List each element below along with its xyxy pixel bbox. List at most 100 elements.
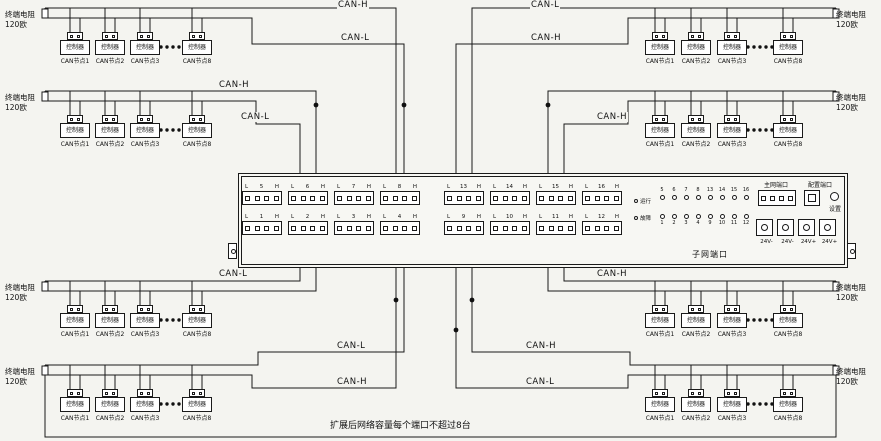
setting-button[interactable] (830, 192, 839, 201)
ellipsis-dot (177, 45, 181, 49)
led-number: 2 (672, 220, 676, 226)
node-label: CAN节点3 (717, 141, 747, 148)
controller-box: 控制器 (130, 40, 160, 55)
pin-l-label: L (539, 184, 543, 190)
port-header: L 11 H (536, 213, 576, 221)
subnet-port-14[interactable]: L 14 H (490, 183, 530, 205)
port-header: L 3 H (334, 213, 374, 221)
pin (655, 307, 658, 311)
hub-panel: L 5 H L 6 H L 7 H L 8 H L 13 H L 14 (241, 176, 845, 265)
can-node: 控制器 CAN节点3 (712, 32, 752, 65)
pin (199, 307, 202, 311)
port-led (671, 195, 677, 200)
controller-label: 控制器 (722, 317, 741, 324)
subnet-port-13[interactable]: L 13 H (444, 183, 484, 205)
can-node: 控制器 CAN节点1 (55, 389, 95, 422)
port-header: L 1 H (242, 213, 282, 221)
controller-label: 控制器 (778, 317, 797, 324)
ellipsis-dot (746, 45, 750, 49)
main-network-port[interactable] (758, 190, 796, 206)
controller-label: 控制器 (100, 401, 119, 408)
subnet-port-16[interactable]: L 16 H (582, 183, 622, 205)
controller-box: 控制器 (130, 397, 160, 412)
can-bus-chain: 终端电阻 120欧 控制器 CAN节点1 控制器 CAN节点2 控制器 CAN节… (636, 5, 876, 69)
port-terminals (380, 221, 420, 235)
led-number: 5 (660, 187, 664, 193)
chain-wire-lines (41, 364, 245, 406)
pin-l-label: L (245, 214, 249, 220)
port-terminals (380, 191, 420, 205)
subnet-port-7[interactable]: L 7 H (334, 183, 374, 205)
pin (105, 34, 108, 38)
power-label: 24V+ (821, 239, 838, 245)
node-terminal (724, 305, 740, 313)
port-terminals (288, 221, 328, 235)
subnet-port-10[interactable]: L 10 H (490, 213, 530, 235)
controller-label: 控制器 (65, 127, 84, 134)
subnet-port-15[interactable]: L 15 H (536, 183, 576, 205)
node-label: CAN节点2 (681, 331, 711, 338)
node-label: CAN节点3 (130, 415, 160, 422)
pin (147, 391, 150, 395)
port-number: 6 (305, 184, 310, 190)
power-terminal-block[interactable] (756, 219, 836, 236)
subnet-port-9[interactable]: L 9 H (444, 213, 484, 235)
node-label: CAN节点1 (60, 415, 90, 422)
ellipsis-dot (764, 128, 768, 132)
led-number: 6 (672, 187, 676, 193)
controller-box: 控制器 (182, 40, 212, 55)
trunk-wire-paths (44, 7, 837, 438)
controller-box: 控制器 (717, 397, 747, 412)
subnet-port-5[interactable]: L 5 H (242, 183, 282, 205)
subnet-port-6[interactable]: L 6 H (288, 183, 328, 205)
can-node: 控制器 CAN节点3 (125, 115, 165, 148)
mounting-tab-left (228, 243, 237, 259)
can-node: 控制器 CAN节点1 (55, 115, 95, 148)
port-terminals (242, 221, 282, 235)
port-terminals (288, 191, 328, 205)
subnet-port-12[interactable]: L 12 H (582, 213, 622, 235)
ellipsis-dot (770, 402, 774, 406)
port-led (671, 214, 677, 219)
node-label: CAN节点2 (95, 331, 125, 338)
controller-box: 控制器 (645, 123, 675, 138)
subnet-port-3[interactable]: L 3 H (334, 213, 374, 235)
pin-l-label: L (493, 184, 497, 190)
pin (199, 34, 202, 38)
port-number: 10 (505, 214, 513, 220)
controller-box: 控制器 (645, 40, 675, 55)
pin (192, 34, 195, 38)
subnet-port-2[interactable]: L 2 H (288, 213, 328, 235)
pin-l-label: L (585, 214, 589, 220)
ellipsis-dot (171, 45, 175, 49)
port-header: L 16 H (582, 183, 622, 191)
pin (147, 307, 150, 311)
port-led (683, 195, 689, 200)
run-led (634, 199, 638, 203)
pin (662, 34, 665, 38)
subnet-port-4[interactable]: L 4 H (380, 213, 420, 235)
subnet-port-8[interactable]: L 8 H (380, 183, 420, 205)
pin (70, 34, 73, 38)
pin-l-label: L (337, 184, 341, 190)
port-led (731, 214, 737, 219)
led-number: 13 (706, 187, 714, 193)
controller-box: 控制器 (681, 40, 711, 55)
node-terminal (724, 32, 740, 40)
pin (70, 117, 73, 121)
led-number: 12 (742, 220, 750, 226)
ellipsis-dot (758, 45, 762, 49)
pin (192, 307, 195, 311)
subnet-hub-device: L 5 H L 6 H L 7 H L 8 H L 13 H L 14 (238, 173, 848, 268)
pin (140, 391, 143, 395)
terminal-resistor-symbol (832, 365, 840, 376)
resistor-value: 120欧 (836, 102, 858, 112)
ellipsis-dot (171, 402, 175, 406)
can-node: 控制器 CAN节点3 (125, 389, 165, 422)
subnet-port-11[interactable]: L 11 H (536, 213, 576, 235)
port-header: L 15 H (536, 183, 576, 191)
config-port[interactable] (804, 190, 820, 206)
pin (727, 117, 730, 121)
subnet-port-1[interactable]: L 1 H (242, 213, 282, 235)
controller-label: 控制器 (187, 317, 206, 324)
